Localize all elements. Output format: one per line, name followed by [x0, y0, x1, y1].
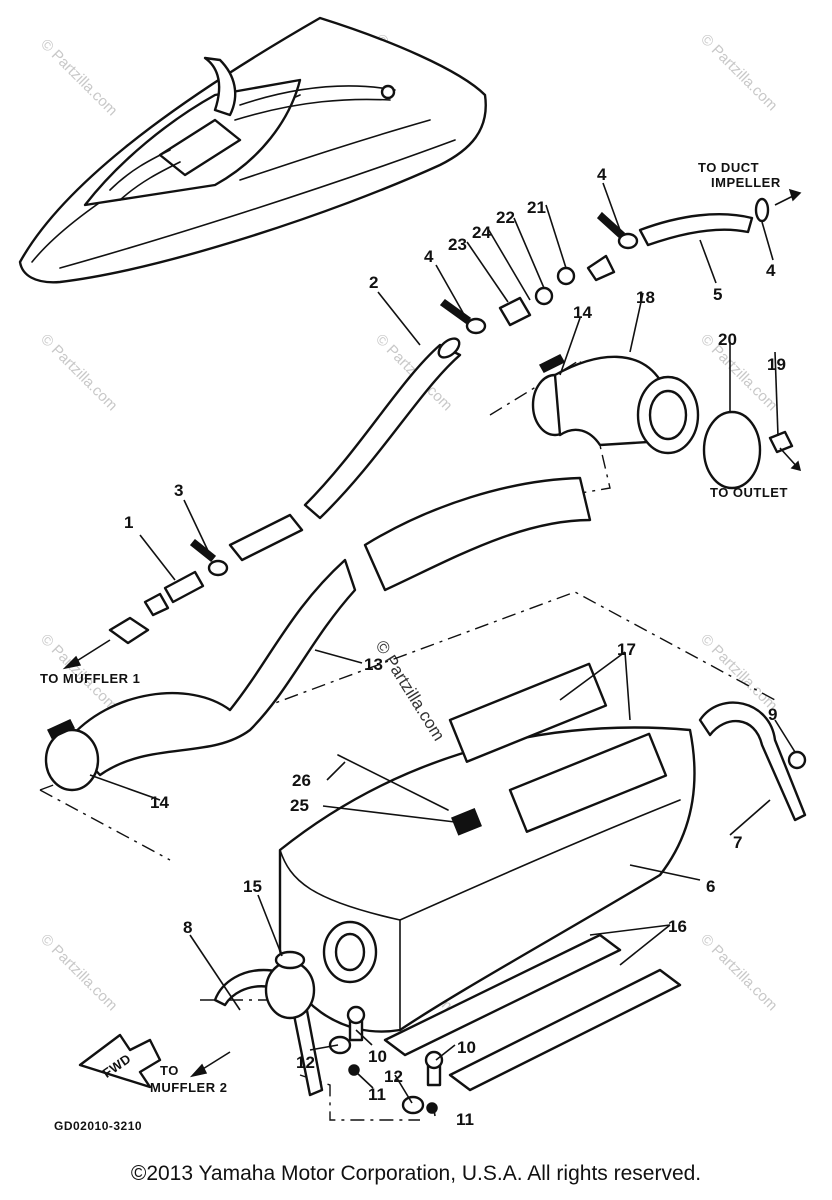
callout-26: 26: [292, 771, 311, 790]
to-muffler-1-label: TO MUFFLER 1: [40, 671, 140, 686]
callout-7: 7: [733, 833, 742, 852]
band-part-8: [213, 950, 324, 1097]
callout-15: 15: [243, 877, 262, 896]
rubber-pads: [383, 933, 682, 1092]
destination-arrows: [62, 188, 802, 1078]
watermark: © Partzilla.com: [37, 36, 120, 119]
callout-11: 11: [456, 1110, 474, 1129]
clamps-14: [46, 354, 566, 739]
to-outlet-label: TO OUTLET: [710, 485, 788, 500]
forward-arrow-icon: FWD: [78, 1033, 162, 1089]
callout-4: 4: [597, 165, 607, 184]
callout-25: 25: [290, 796, 309, 815]
muffler-part-6: [278, 662, 696, 1033]
callout-9: 9: [768, 705, 777, 724]
callout-2: 2: [369, 273, 378, 292]
watermark-center: © Partzilla.com: [372, 637, 449, 744]
band-part-7: [698, 701, 807, 822]
callout-leader-lines: [89, 182, 796, 1117]
copyright-notice: ©2013 Yamaha Motor Corporation, U.S.A. A…: [130, 1162, 702, 1185]
watercraft-illustration: [18, 16, 487, 284]
watermark: © Partzilla.com: [37, 331, 120, 414]
hose-part-2: [228, 337, 462, 562]
callout-13: 13: [364, 655, 383, 674]
callout-11: 11: [368, 1085, 386, 1104]
fitting-part-1: [108, 570, 205, 645]
callout-3: 3: [174, 481, 183, 500]
callout-4: 4: [424, 247, 434, 266]
callout-10: 10: [368, 1047, 387, 1066]
diagram-code: GD02010-3210: [54, 1119, 142, 1133]
callout-21: 21: [527, 198, 546, 217]
callout-12: 12: [296, 1053, 315, 1072]
callout-19: 19: [767, 355, 786, 374]
callout-1: 1: [124, 513, 133, 532]
callout-numbers: 1 2 3 4 4 4 5 6 7 8 9 10 10 11 11 12 12 …: [124, 165, 786, 1129]
callout-22: 22: [496, 208, 515, 227]
callout-12: 12: [384, 1067, 403, 1086]
callout-5: 5: [713, 285, 722, 304]
to-label: TO: [160, 1063, 179, 1078]
callout-17: 17: [617, 640, 636, 659]
callout-6: 6: [706, 877, 715, 896]
callout-14: 14: [573, 303, 592, 322]
hose-part-5: [638, 213, 754, 247]
callout-10: 10: [457, 1038, 476, 1057]
clamps: [189, 197, 770, 577]
impeller-label: IMPELLER: [711, 175, 781, 190]
callout-14: 14: [150, 793, 169, 812]
callout-24: 24: [472, 223, 491, 242]
callout-20: 20: [718, 330, 737, 349]
callout-16: 16: [668, 917, 687, 936]
hose-part-13: [44, 476, 592, 792]
bolts: [328, 1005, 444, 1115]
muffler-2-label: MUFFLER 2: [150, 1080, 227, 1095]
fittings-21-24: [498, 254, 616, 327]
elbow-part-18: [531, 355, 802, 490]
callout-23: 23: [448, 235, 467, 254]
destination-labels: TO DUCT IMPELLER TO OUTLET TO MUFFLER 1 …: [40, 160, 788, 1095]
exhaust-parts-diagram: © Partzilla.com © Partzilla.com © Partzi…: [18, 16, 807, 1133]
watermark: © Partzilla.com: [37, 931, 120, 1014]
callout-4: 4: [766, 261, 776, 280]
watermark: © Partzilla.com: [697, 931, 780, 1014]
to-duct-label: TO DUCT: [698, 160, 759, 175]
callout-18: 18: [636, 288, 655, 307]
callout-8: 8: [183, 918, 192, 937]
watermark: © Partzilla.com: [697, 31, 780, 114]
